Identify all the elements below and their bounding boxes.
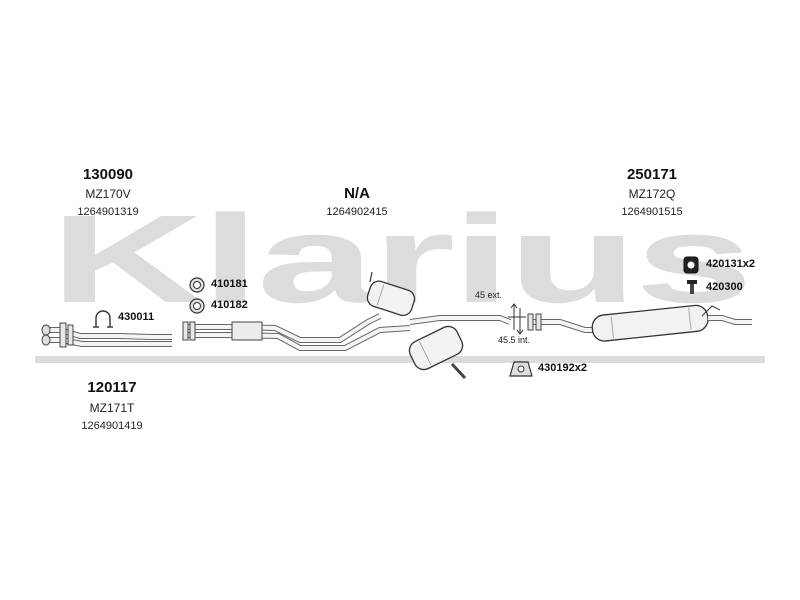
front-section-ref: MZ170V bbox=[85, 187, 131, 201]
clamp-u-bolt bbox=[95, 310, 111, 327]
middle-pipe-top-fill bbox=[185, 314, 381, 342]
middle-section-code: N/A bbox=[344, 185, 370, 202]
hanger-part-label: 430192x2 bbox=[538, 362, 587, 374]
middle-sleeve bbox=[231, 321, 263, 341]
dimension-arrow-up bbox=[510, 303, 518, 309]
middle-pipe-bottom-fill bbox=[185, 326, 411, 350]
downpipe-assembly bbox=[41, 322, 172, 348]
rear-hanger-bracket bbox=[701, 305, 721, 317]
hanger-icon bbox=[509, 361, 533, 377]
rear-section-code: 250171 bbox=[626, 166, 678, 183]
middle-outlet-fill bbox=[409, 316, 511, 324]
rubber-mount-icon bbox=[683, 256, 699, 274]
downpipe-section-ref: MZ171T bbox=[89, 401, 135, 415]
rubber-mount-part-label: 420131x2 bbox=[706, 258, 755, 270]
gasket-icon-a bbox=[189, 277, 205, 293]
bolt-part-label: 420300 bbox=[706, 281, 743, 293]
downpipe-flange-plate-2 bbox=[67, 324, 74, 346]
downpipe-flange-plate bbox=[59, 322, 67, 348]
rear-section-ref: MZ172Q bbox=[628, 187, 676, 201]
downpipe-section-number: 1264901419 bbox=[81, 420, 143, 432]
middle-pipe-assembly bbox=[182, 313, 512, 351]
downpipe-flange-bottom bbox=[41, 334, 51, 346]
downpipe-flange-top bbox=[41, 324, 51, 336]
bolt-icon bbox=[687, 280, 697, 294]
rear-silencer-assembly bbox=[527, 304, 752, 342]
gasket-b-part-label: 410182 bbox=[211, 299, 248, 311]
dimension-marker bbox=[508, 303, 526, 335]
rear-tailpipe-fill bbox=[708, 316, 752, 324]
downpipe-section-code: 120117 bbox=[87, 379, 137, 396]
downpipe-fill bbox=[46, 328, 172, 339]
dimension-arrow-down bbox=[516, 329, 524, 335]
watermark-underline bbox=[35, 356, 765, 363]
gasket-a-part-label: 410181 bbox=[211, 278, 248, 290]
middle-silencer-upper bbox=[366, 271, 416, 317]
rear-silencer-body bbox=[591, 304, 709, 342]
dimension-ext-label: 45 ext. bbox=[475, 290, 503, 300]
downpipe-fill-2 bbox=[46, 338, 172, 346]
middle-silencer-lower bbox=[408, 325, 467, 380]
front-section-code: 130090 bbox=[82, 166, 134, 183]
front-section-number: 1264901319 bbox=[77, 206, 139, 218]
clamp-part-label: 430011 bbox=[118, 311, 155, 323]
dimension-int-label: 45.5 int. bbox=[498, 335, 531, 345]
gasket-icon-b bbox=[189, 298, 205, 314]
clamp-icon bbox=[93, 310, 113, 328]
middle-section-number: 1264902415 bbox=[326, 206, 388, 218]
rear-section-number: 1264901515 bbox=[621, 206, 683, 218]
